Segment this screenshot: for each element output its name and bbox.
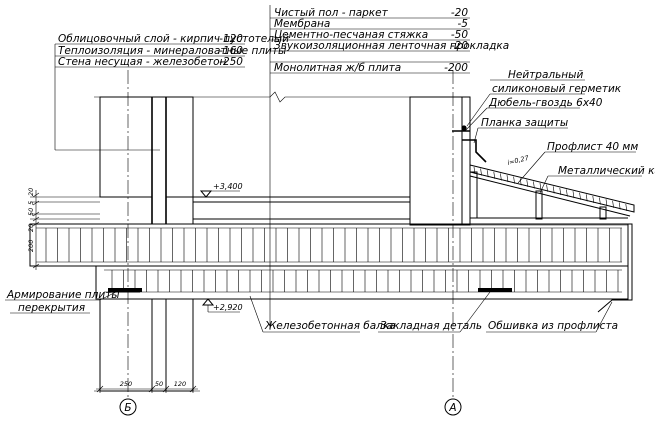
wall-layers-legend: Облицовочный слой - кирпич пустотелый -1…	[54, 33, 289, 151]
dim-50: 50	[27, 208, 35, 216]
frame-callout: Металлический каркас	[558, 165, 655, 177]
profile-rib	[585, 194, 588, 202]
wall-layer-3-value: -250	[219, 56, 243, 68]
left-dimensions: 20 5 50 20 200	[27, 188, 40, 270]
wall-layer-1-label: Облицовочный слой - кирпич пустотелый	[58, 33, 289, 45]
profile-rib	[625, 203, 628, 212]
profile-rib	[519, 178, 522, 186]
canopy	[452, 125, 635, 220]
profile-rib	[506, 174, 509, 183]
profile-callout: Профлист 40 мм	[547, 141, 638, 153]
floor-layer-5-label: Монолитная ж/б плита	[274, 62, 401, 74]
embed-callout: Закладная деталь	[380, 320, 482, 332]
profile-rib	[572, 191, 575, 199]
profile-rib	[473, 166, 476, 175]
floor-layer-2-value: -5	[458, 18, 469, 30]
profile-rib	[579, 192, 581, 200]
profile-rib	[526, 179, 529, 187]
dim-5: 5	[27, 201, 35, 205]
plank-callout: Планка защиты	[481, 117, 568, 129]
dim-20-top: 20	[27, 188, 35, 196]
floor-layer-3-value: -50	[451, 29, 468, 41]
concrete-slab	[29, 223, 629, 267]
profile-rib	[618, 202, 621, 210]
profile-rib	[500, 173, 502, 181]
floor-layer-1-label: Чистый пол - паркет	[274, 7, 389, 19]
profile-rib	[559, 187, 562, 195]
profile-rib	[539, 183, 542, 191]
dim-250: 250	[120, 380, 132, 388]
bottom-callouts: Армирование плиты перекрытия Железобетон…	[5, 289, 618, 333]
dim-20-bottom: 20	[27, 224, 35, 232]
profile-rib	[599, 197, 601, 205]
profile-rib	[480, 168, 482, 176]
beam-callout: Железобетонная балка	[264, 320, 396, 332]
profile-rib	[486, 170, 489, 178]
floor-layer-4-label: Звукоизоляционная ленточная прокладка	[274, 40, 509, 52]
profile-rib	[552, 186, 555, 194]
sealant-callout-1: Нейтральный	[508, 69, 583, 81]
floor-layers-legend: Чистый пол - паркет -20 Мембрана -5 Цеме…	[270, 7, 509, 74]
profile-rib	[513, 176, 515, 184]
floor-layer-3-label: Цементно-песчаная стяжка	[274, 29, 428, 41]
profile-rib	[612, 200, 614, 208]
wall-layer-2-label: Теплоизоляция - минераловатные плиты	[58, 45, 286, 57]
floor-layer-2-label: Мембрана	[274, 18, 330, 30]
wall-layer-3-label: Стена несущая - железобетон	[58, 56, 227, 68]
floor-build-up	[30, 196, 411, 225]
rebar-callout-1: Армирование плиты	[6, 289, 120, 301]
profile-rib	[493, 171, 496, 179]
axis-b-marker	[119, 398, 137, 416]
dim-50-bottom: 50	[155, 380, 163, 388]
floor-layer-1-value: -20	[451, 7, 468, 19]
left-wall	[99, 96, 194, 392]
rebar-callout-2: перекрытия	[18, 302, 85, 314]
concrete-beam	[95, 265, 629, 300]
wall-layer-2-value: -160	[219, 45, 243, 57]
axis-a-marker	[444, 398, 462, 416]
wall-layer-1-value: -120	[219, 33, 243, 45]
profile-rib	[533, 181, 535, 189]
axis-b-label: Б	[124, 402, 131, 414]
level-upper: +3,400	[213, 182, 243, 191]
level-marks: +3,400 +2,920	[199, 182, 243, 313]
axis-lines	[127, 5, 454, 398]
floor-layer-5-value: -200	[444, 62, 468, 74]
canopy-callouts: Нейтральный силиконовый герметик Дюбель-…	[464, 69, 655, 194]
floor-layer-4-value: -20	[451, 40, 468, 52]
profile-rib	[566, 189, 568, 197]
level-lower: +2,920	[213, 303, 243, 312]
dim-120: 120	[174, 380, 186, 388]
slope-label: i=0,27	[507, 154, 531, 167]
right-wall	[409, 96, 471, 226]
sealant-callout-2: силиконовый герметик	[492, 83, 622, 95]
profile-rib	[546, 184, 548, 192]
axis-a-label: А	[448, 402, 456, 414]
profile-rib	[592, 195, 595, 203]
profile-rib	[605, 199, 608, 207]
dim-200: 200	[27, 240, 35, 252]
dowel-callout: Дюбель-гвоздь 6х40	[488, 97, 603, 109]
cladding-callout: Обшивка из профлиста	[488, 320, 618, 332]
bottom-dimensions: 250 50 120	[96, 375, 198, 393]
